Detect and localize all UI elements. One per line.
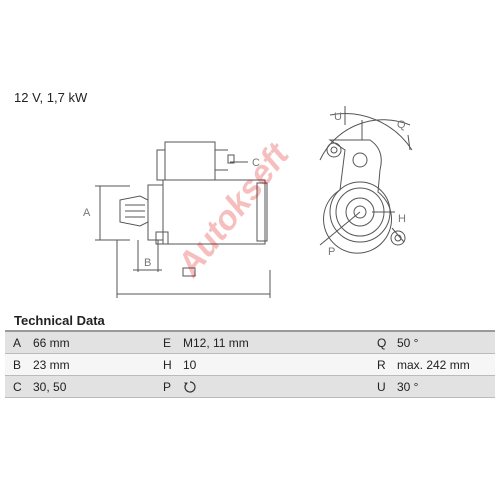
angle-label-u: U [334,111,342,123]
spec-value: 66 mm [33,330,155,354]
angle-label-q: Q [397,119,406,131]
spec-line: 12 V, 1,7 kW [14,90,88,105]
spec-value: M12, 11 mm [183,330,369,354]
table-row: A 66 mm E M12, 11 mm Q 50 ° [5,330,495,354]
dimension-label-c: C [252,157,260,169]
spec-key: P [155,375,183,398]
spec-key: Q [369,330,397,354]
starter-motor-drawing: A B C U Q P H [83,106,413,298]
spec-value: 23 mm [33,353,155,376]
spec-key: H [155,353,183,376]
spec-key: B [5,353,33,376]
spec-value-rotation [183,375,369,398]
spec-key: C [5,375,33,398]
spec-key: E [155,330,183,354]
spec-key: A [5,330,33,354]
spec-value: 50 ° [397,330,495,354]
table-row: C 30, 50 P U 30 ° [5,375,495,398]
clockwise-rotation-icon [184,381,196,393]
dimension-label-b: B [144,257,151,269]
spec-key: R [369,353,397,376]
label-h: H [398,213,406,225]
spec-value: 10 [183,353,369,376]
spec-key: U [369,375,397,398]
dimension-label-a: A [83,207,91,219]
technical-data-table: A 66 mm E M12, 11 mm Q 50 ° B 23 mm H 10… [5,330,495,398]
label-p: P [328,246,335,258]
spec-value: max. 242 mm [397,353,495,376]
table-row: B 23 mm H 10 R max. 242 mm [5,353,495,376]
spec-value: 30, 50 [33,375,155,398]
technical-data-title: Technical Data [14,313,105,328]
spec-value: 30 ° [397,375,495,398]
